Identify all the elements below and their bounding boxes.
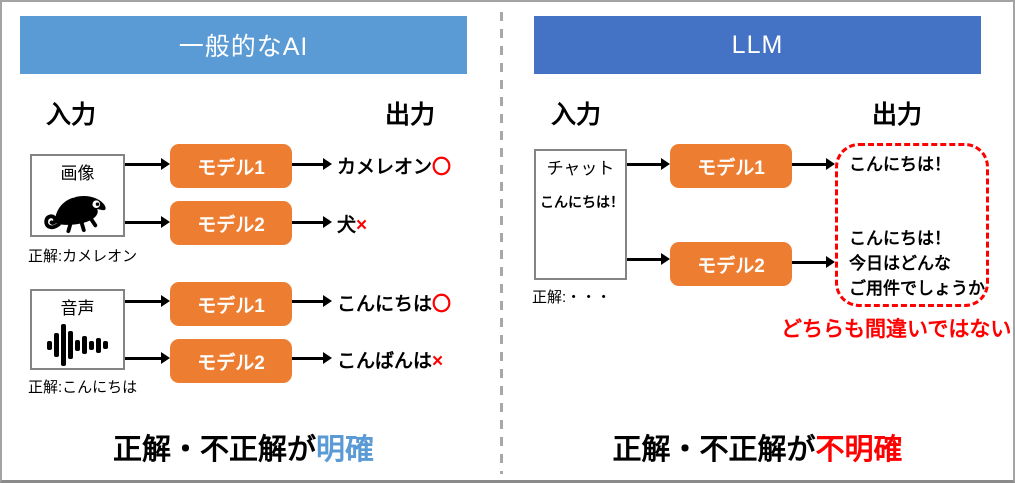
chameleon-icon (43, 187, 106, 234)
model-box: モデル2 (170, 339, 292, 383)
model-box: モデル1 (670, 144, 792, 188)
flow-arrow (292, 216, 332, 228)
flow-arrow (627, 253, 670, 265)
output-text: こんばんは× (337, 346, 443, 373)
left-input-label: 入力 (46, 101, 97, 129)
chat-message: こんにちは！ (540, 194, 624, 210)
right-panel-title: LLM (731, 30, 784, 59)
output-text: カメレオン〇 (337, 152, 451, 179)
flow-arrow (792, 158, 835, 170)
waveform-icon (32, 321, 123, 369)
right-output-label: 出力 (872, 101, 923, 129)
flow-arrow (792, 256, 835, 268)
image-input-box: 画像 (30, 154, 125, 237)
llm-output-2-line: 今日はどんな (849, 254, 951, 273)
model-box: モデル2 (170, 201, 292, 245)
model-box: モデル1 (170, 282, 292, 326)
output-text: 犬× (337, 210, 367, 237)
flow-arrow (292, 295, 332, 307)
flow-arrow (125, 295, 170, 307)
flow-arrow (125, 352, 170, 364)
audio-box-label: 音声 (60, 299, 95, 318)
output-value: 犬 (337, 215, 357, 236)
image-box-label: 画像 (60, 164, 95, 183)
image-answer-label: 正解:カメレオン (28, 248, 138, 265)
right-panel-header: LLM (534, 16, 981, 74)
flow-arrow (292, 352, 332, 364)
chat-input-box: チャット (534, 149, 627, 280)
left-panel-title: 一般的なAI (178, 33, 309, 61)
left-caption: 正解・不正解が明確 (20, 426, 467, 468)
model-box: モデル2 (670, 242, 792, 286)
panel-divider (500, 12, 503, 474)
output-value: カメレオン (337, 157, 433, 178)
llm-output-2-line: ご用件でしょうか (849, 279, 985, 298)
flow-arrow (125, 216, 170, 228)
llm-output-2-line: こんにちは！ (849, 229, 951, 248)
left-output-label: 出力 (385, 101, 436, 129)
llm-note: どちらも間違いではない (781, 318, 1012, 341)
right-caption-text: 正解・不正解が (612, 434, 816, 466)
output-value: こんばんは (337, 351, 433, 372)
right-caption: 正解・不正解が不明確 (534, 426, 981, 468)
correct-mark: 〇 (432, 294, 452, 315)
chat-box-label: チャット (546, 159, 615, 178)
llm-output-2: こんにちは！ 今日はどんな ご用件でしょうか (849, 226, 985, 301)
audio-answer-label: 正解:こんにちは (28, 379, 138, 396)
flow-arrow (125, 158, 170, 170)
llm-output-1: こんにちは！ (849, 155, 951, 174)
right-caption-highlight: 不明確 (815, 434, 903, 466)
left-panel-header: 一般的なAI (20, 16, 467, 74)
left-caption-highlight: 明確 (316, 434, 375, 466)
left-caption-text: 正解・不正解が (112, 434, 316, 466)
chat-answer-label: 正解:・・・ (532, 289, 612, 306)
output-text: こんにちは〇 (337, 289, 451, 316)
wrong-mark: × (356, 215, 368, 236)
model-box: モデル1 (170, 144, 292, 188)
flow-arrow (627, 158, 670, 170)
correct-mark: 〇 (432, 157, 452, 178)
flow-arrow (292, 158, 332, 170)
wrong-mark: × (432, 351, 444, 372)
llm-output-box (835, 143, 989, 307)
audio-input-box: 音声 (30, 289, 125, 370)
right-input-label: 入力 (551, 101, 602, 129)
output-value: こんにちは (337, 294, 433, 315)
